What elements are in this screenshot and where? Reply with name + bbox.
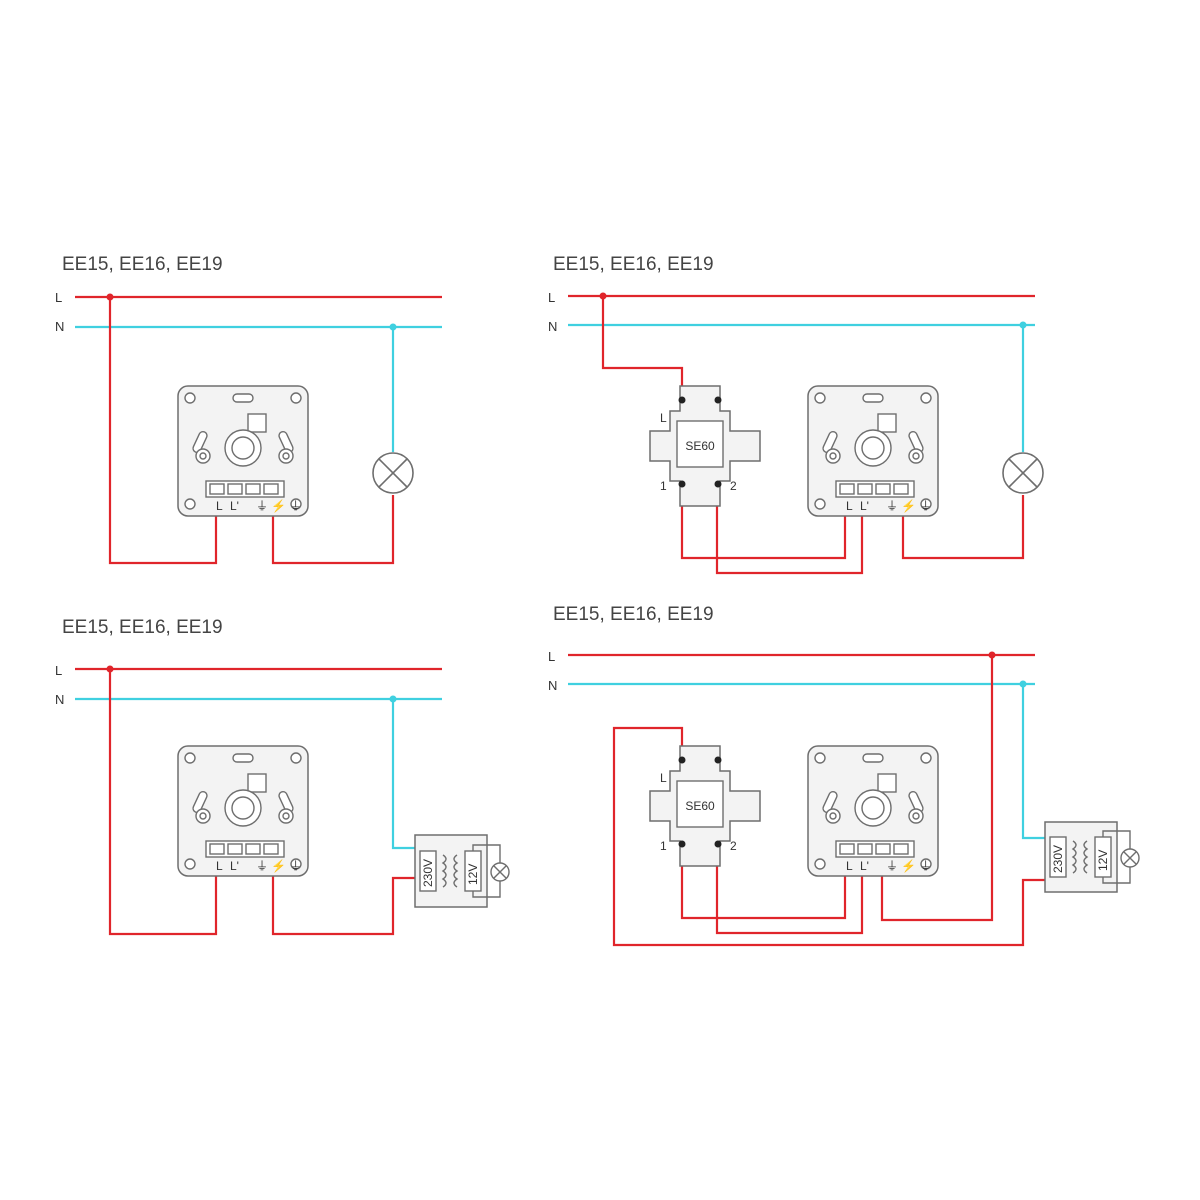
- line-label: L: [55, 290, 62, 305]
- wire-se60-pin1: [680, 848, 847, 920]
- diagram-1: EE15, EE16, EE19 L N L L' ⏚ ⚡ ⏚: [55, 254, 442, 565]
- wire-dimmer-to-lamp: [901, 492, 1025, 560]
- svg-text:1: 1: [660, 839, 667, 853]
- svg-text:L': L': [860, 499, 869, 513]
- diagram-title: EE15, EE16, EE19: [62, 254, 223, 275]
- svg-text:⏚ ⚡ ⏚: ⏚ ⚡ ⏚: [256, 499, 302, 513]
- wire-dimmer-to-transformer: [271, 852, 415, 936]
- transformer: 230V 12V: [1044, 821, 1131, 893]
- wire-se60-pin2: [715, 488, 864, 575]
- svg-text:⏚ ⚡ ⏚: ⏚ ⚡ ⏚: [886, 499, 932, 513]
- svg-text:2: 2: [730, 479, 737, 493]
- diagram-title: EE15, EE16, EE19: [553, 254, 714, 275]
- neutral-label: N: [548, 678, 557, 693]
- line-label: L: [548, 649, 555, 664]
- svg-text:12V: 12V: [1096, 850, 1110, 871]
- svg-text:L: L: [216, 499, 223, 513]
- wire-se60-pin1: [680, 488, 847, 560]
- neutral-label: N: [55, 692, 64, 707]
- svg-text:L': L': [230, 499, 239, 513]
- lamp-icon: [372, 452, 414, 494]
- svg-text:2: 2: [730, 839, 737, 853]
- svg-text:SE60: SE60: [685, 799, 715, 813]
- svg-text:⏚ ⚡ ⏚: ⏚ ⚡ ⏚: [256, 859, 302, 873]
- diagram-title: EE15, EE16, EE19: [553, 604, 714, 625]
- se60-extension-unit: SE60 L 1 2: [649, 745, 761, 867]
- svg-text:⏚ ⚡ ⏚: ⏚ ⚡ ⏚: [886, 859, 932, 873]
- svg-text:L: L: [846, 499, 853, 513]
- diagram-title: EE15, EE16, EE19: [62, 617, 223, 638]
- wire-line-to-dimmer: [108, 669, 218, 936]
- wire-se60-pin2: [715, 848, 864, 935]
- svg-text:L: L: [660, 771, 667, 785]
- svg-text:L': L': [860, 859, 869, 873]
- line-label: L: [548, 290, 555, 305]
- svg-text:L: L: [660, 411, 667, 425]
- diagram-2: EE15, EE16, EE19 L N SE60 L 1 2 L L' ⏚ ⚡…: [548, 254, 1044, 575]
- se60-extension-unit: SE60 L 1 2: [649, 385, 761, 507]
- wire-line-to-dimmer: [108, 297, 218, 565]
- neutral-label: N: [548, 319, 557, 334]
- dimmer-module: L L' ⏚ ⚡ ⏚: [807, 745, 939, 877]
- lamp-icon: [1002, 452, 1044, 494]
- wire-line-to-se60: [601, 296, 684, 400]
- transformer: 230V 12V: [414, 834, 501, 908]
- svg-text:L': L': [230, 859, 239, 873]
- diagram-3: EE15, EE16, EE19 L N L L' ⏚ ⚡ ⏚ 230V 12V: [55, 617, 510, 936]
- svg-text:230V: 230V: [1051, 845, 1065, 873]
- svg-text:L: L: [216, 859, 223, 873]
- svg-text:SE60: SE60: [685, 439, 715, 453]
- wire-line-to-dimmer: [880, 655, 994, 922]
- wire-neutral-to-transformer: [391, 699, 415, 850]
- svg-text:1: 1: [660, 479, 667, 493]
- wire-neutral-to-transformer: [1021, 684, 1045, 840]
- lamp-icon: [490, 862, 510, 882]
- svg-text:230V: 230V: [421, 859, 435, 887]
- dimmer-module: L L' ⏚ ⚡ ⏚: [177, 385, 309, 517]
- line-label: L: [55, 663, 62, 678]
- diagram-4: EE15, EE16, EE19 L N SE60 L 1 2 L L' ⏚ ⚡…: [548, 604, 1140, 947]
- svg-text:12V: 12V: [466, 864, 480, 885]
- svg-text:L: L: [846, 859, 853, 873]
- wire-dimmer-to-lamp: [271, 492, 395, 565]
- wire-se60-to-transformer: [612, 726, 1045, 947]
- dimmer-module: L L' ⏚ ⚡ ⏚: [807, 385, 939, 517]
- neutral-label: N: [55, 319, 64, 334]
- lamp-icon: [1120, 848, 1140, 868]
- dimmer-module: L L' ⏚ ⚡ ⏚: [177, 745, 309, 877]
